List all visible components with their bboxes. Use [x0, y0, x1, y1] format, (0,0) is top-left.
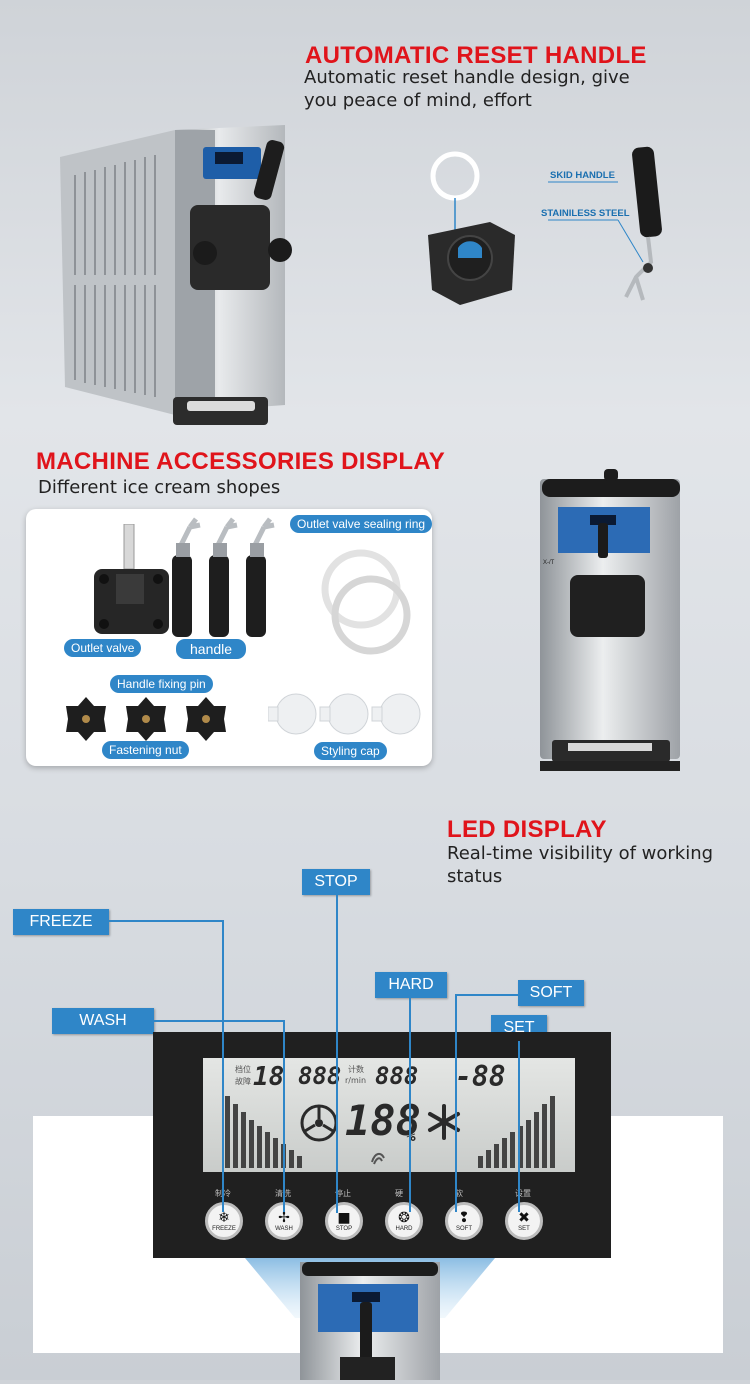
stainless-steel-callout: STAINILESS STEEL [541, 208, 630, 219]
soft-icon: ❢ [458, 1210, 470, 1226]
freeze-label: FREEZE [13, 909, 109, 935]
fixing-pin-label: Handle fixing pin [110, 675, 213, 693]
button-en-label: FREEZE [212, 1226, 236, 1232]
button-en-label: WASH [275, 1226, 293, 1232]
stop-connector [336, 895, 338, 1213]
sealing-ring-label: Outlet valve sealing ring [290, 515, 433, 533]
temp-digits: -88 [455, 1060, 506, 1093]
stop-icon: ■ [337, 1210, 351, 1226]
wash-label: WASH [52, 1008, 154, 1034]
freeze-button[interactable]: ❄FREEZE [205, 1202, 243, 1240]
tools-icon: ✖ [518, 1210, 530, 1226]
wash-connector-h [154, 1020, 285, 1022]
sealing-rings-image [321, 549, 411, 655]
styling-cap-label: Styling cap [314, 742, 387, 760]
valve-detail-image [420, 140, 525, 310]
fastening-nuts-image [66, 697, 226, 741]
fault-cn-label: 故障 [235, 1077, 251, 1086]
set-button[interactable]: ✖SET [505, 1202, 543, 1240]
button-en-label: STOP [335, 1226, 353, 1232]
handle-detail-image [548, 142, 668, 307]
wash-connector-v [283, 1020, 285, 1212]
led-display-description: Real-time visibility of working status [447, 843, 714, 887]
fastening-nut-label: Fastening nut [102, 741, 189, 759]
hard-label: HARD [375, 972, 447, 998]
button-cn-label: 硬 [395, 1189, 403, 1198]
freeze-connector-v [222, 920, 224, 1212]
button-en-label: SET [518, 1226, 530, 1232]
right-bar-graph [478, 1096, 555, 1168]
button-en-label: HARD [395, 1226, 413, 1232]
freeze-connector-h [109, 920, 224, 922]
soft-connector-v [455, 994, 457, 1212]
outlet-valve-label: Outlet valve [64, 639, 142, 657]
reset-handle-description: Automatic reset handle design, give you … [304, 67, 630, 111]
control-panel: 档位 故障 18 888 计数 r/min 888 -88 [153, 1032, 611, 1258]
gear-cn-label: 档位 [235, 1065, 251, 1074]
soft-connector-h [455, 994, 518, 996]
accessories-description: Different ice cream shopes [38, 477, 281, 498]
hard-connector [409, 998, 411, 1212]
ice-cream-machine-image [55, 125, 340, 435]
stop-button[interactable]: ■STOP [325, 1202, 363, 1240]
button-en-label: SOFT [456, 1226, 472, 1232]
accessories-card: Outlet valve handle Outlet valve sealing… [26, 509, 433, 766]
gear-digits: 18 [253, 1062, 285, 1092]
button-cn-label: 设置 [515, 1189, 531, 1198]
reset-handle-title: AUTOMATIC RESET HANDLE [305, 42, 647, 69]
skid-handle-callout: SKID HANDLE [550, 170, 615, 181]
led-display-title: LED DISPLAY [447, 816, 607, 843]
soft-label: SOFT [518, 980, 584, 1006]
handle-label: handle [176, 639, 247, 659]
rpm-unit: r/min [345, 1076, 367, 1085]
lcd-screen: 档位 故障 18 888 计数 r/min 888 -88 [203, 1058, 575, 1172]
stop-label: STOP [302, 869, 370, 895]
count-digits: 888 [375, 1062, 419, 1090]
button-cn-label: 软 [455, 1189, 463, 1198]
left-bar-graph [225, 1096, 302, 1168]
outlet-valve-image [94, 524, 169, 634]
hard-icon: ❂ [398, 1210, 410, 1226]
machine-badge: X-/T [543, 560, 555, 566]
hard-button[interactable]: ❂HARD [385, 1202, 423, 1240]
rpm-digits: 888 [298, 1062, 342, 1090]
styling-caps-image [268, 693, 421, 735]
big-percent-digits: 188 [345, 1096, 421, 1145]
button-cn-label: 停止 [335, 1189, 351, 1198]
handles-image [172, 517, 275, 637]
ice-cream-machine-bottom-image [300, 1262, 440, 1380]
set-connector [518, 1041, 520, 1212]
soft-button[interactable]: ❢SOFT [445, 1202, 483, 1240]
wash-mode-icon [371, 1152, 385, 1165]
compressor-icon [300, 1104, 338, 1142]
ice-cream-machine-front-image: X-/T [538, 465, 683, 775]
fan-icon [428, 1104, 460, 1140]
snowflake-icon: ❄ [218, 1210, 230, 1226]
accessories-title: MACHINE ACCESSORIES DISPLAY [36, 448, 446, 475]
count-cn-label: 计数 [348, 1065, 364, 1074]
fan-icon: ✢ [278, 1210, 290, 1226]
